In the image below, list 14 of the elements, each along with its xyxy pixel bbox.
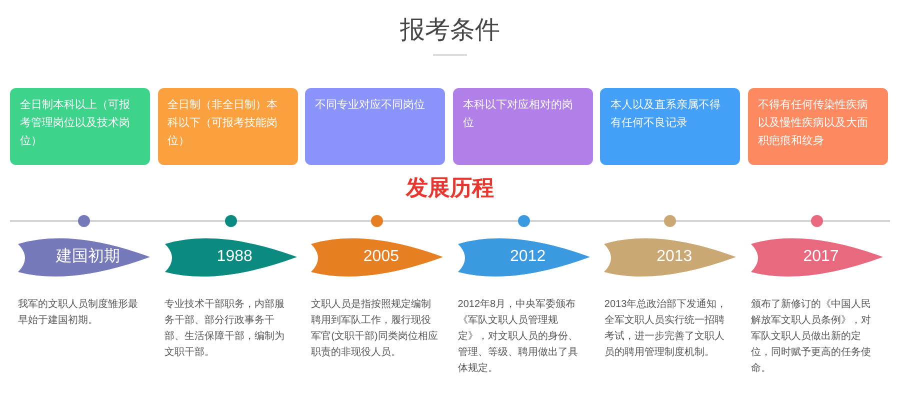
section-heading: 发展历程 bbox=[406, 174, 494, 202]
event-description: 我军的文职人员制度雏形最早始于建国初期。 bbox=[18, 298, 139, 328]
event-description: 专业技术干部职务，内部服务干部、部分行政事务干部、生活保障干部，编制为文职干部。 bbox=[164, 298, 286, 360]
event-description: 2012年8月，中央军委颁布《军队文职人员管理规定》，对文职人员的身份、管理、等级、聘用做出了具体规定。 bbox=[458, 298, 579, 376]
page-title: 报考条件 bbox=[400, 15, 500, 46]
condition-card: 全日制本科以上（可报考管理岗位以及技术岗位） bbox=[10, 88, 150, 165]
condition-card: 本人以及直系亲属不得有任何不良记录 bbox=[600, 88, 740, 165]
condition-card: 本科以下对应相对的岗位 bbox=[452, 88, 593, 165]
event-description: 颁布了新修订的《中国人民解放军文职人员条例》，对军队文职人员做出新的定位，同时赋予更高的任务使命。 bbox=[751, 298, 872, 376]
event-description: 2013年总政治部下发通知，全军文职人员实行统一招聘考试，进一步完善了文职人员的聘用管理制度机制。 bbox=[604, 298, 728, 360]
condition-card: 不同专业对应不同岗位 bbox=[305, 88, 446, 165]
condition-card: 全日制（非全日制）本科以下（可报考技能岗位） bbox=[158, 88, 298, 165]
event-description: 文职人员是指按照规定编制聘用到军队工作，履行现役军官(文职干部)同类岗位相应职责的非现役人员。 bbox=[311, 298, 439, 360]
condition-card: 不得有任何传染性疾病以及慢性疾病以及大面积疤痕和纹身 bbox=[748, 88, 888, 165]
